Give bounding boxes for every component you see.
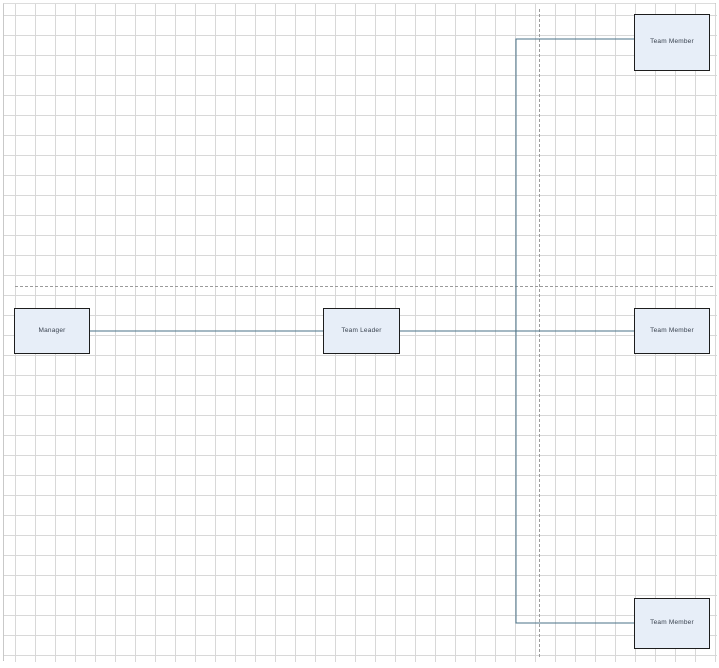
alignment-guide-horizontal [15, 286, 713, 287]
node-team-member-bottom[interactable]: Team Member [634, 598, 710, 649]
diagram-page-frame: Manager Team Leader Team Member Team Mem… [3, 3, 717, 662]
node-team-leader[interactable]: Team Leader [323, 308, 400, 354]
node-team-member-top[interactable]: Team Member [634, 14, 710, 71]
alignment-guide-vertical [539, 9, 540, 657]
node-team-member-middle[interactable]: Team Member [634, 308, 710, 354]
node-manager[interactable]: Manager [14, 308, 90, 354]
node-team-member-bottom-label: Team Member [650, 619, 694, 627]
node-team-leader-label: Team Leader [341, 326, 382, 334]
node-team-member-middle-label: Team Member [650, 326, 694, 334]
node-manager-label: Manager [38, 326, 66, 334]
node-team-member-top-label: Team Member [650, 38, 694, 46]
